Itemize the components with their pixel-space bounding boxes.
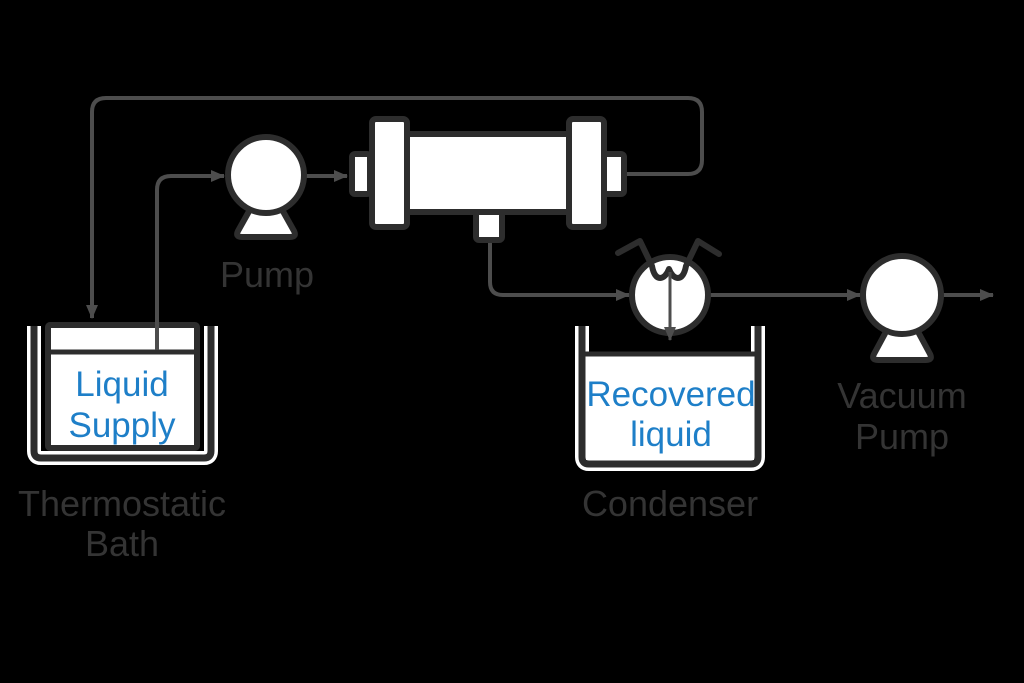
vacuum-pump-base-icon [870, 325, 934, 363]
pump-base-icon [234, 203, 298, 240]
thermostatic-bath-vessel [27, 326, 218, 465]
module-bottom-port [473, 208, 505, 243]
liquid-supply-beaker [45, 322, 200, 451]
vacuum-pump-symbol [860, 253, 944, 363]
thermostatic-bath-label-line1: Thermostatic [18, 483, 226, 524]
vacuum-pump-circle-icon [860, 253, 944, 337]
module-left-port [349, 151, 373, 197]
pipe-module-return-loop [86, 96, 704, 319]
condenser-coil-icon [615, 238, 722, 281]
vacuum-pump-label-line1: Vacuum [837, 375, 966, 416]
condenser-vessel [575, 326, 765, 471]
pump-symbol [225, 134, 307, 240]
vacuum-pump-label-line2: Pump [855, 416, 949, 457]
pipe-bath-to-pump [155, 170, 225, 350]
recovered-liquid-fill [586, 354, 754, 460]
recovered-liquid-label-line1: Recovered [586, 375, 755, 414]
liquid-supply-label-line2: Supply [68, 406, 176, 445]
recovered-liquid-label-line2: liquid [630, 415, 712, 454]
pump-label: Pump [220, 254, 314, 295]
module-right-flange [566, 116, 607, 230]
condenser-label: Condenser [582, 483, 758, 524]
membrane-module [349, 116, 627, 243]
thermostatic-bath-label-line2: Bath [85, 523, 159, 564]
module-left-flange [369, 116, 410, 230]
pump-circle-icon [225, 134, 307, 216]
pipe-module-to-condenser [488, 238, 630, 301]
module-body [404, 131, 572, 215]
condenser-heat-exchanger [615, 238, 722, 341]
liquid-supply-label-line1: Liquid [75, 365, 168, 404]
